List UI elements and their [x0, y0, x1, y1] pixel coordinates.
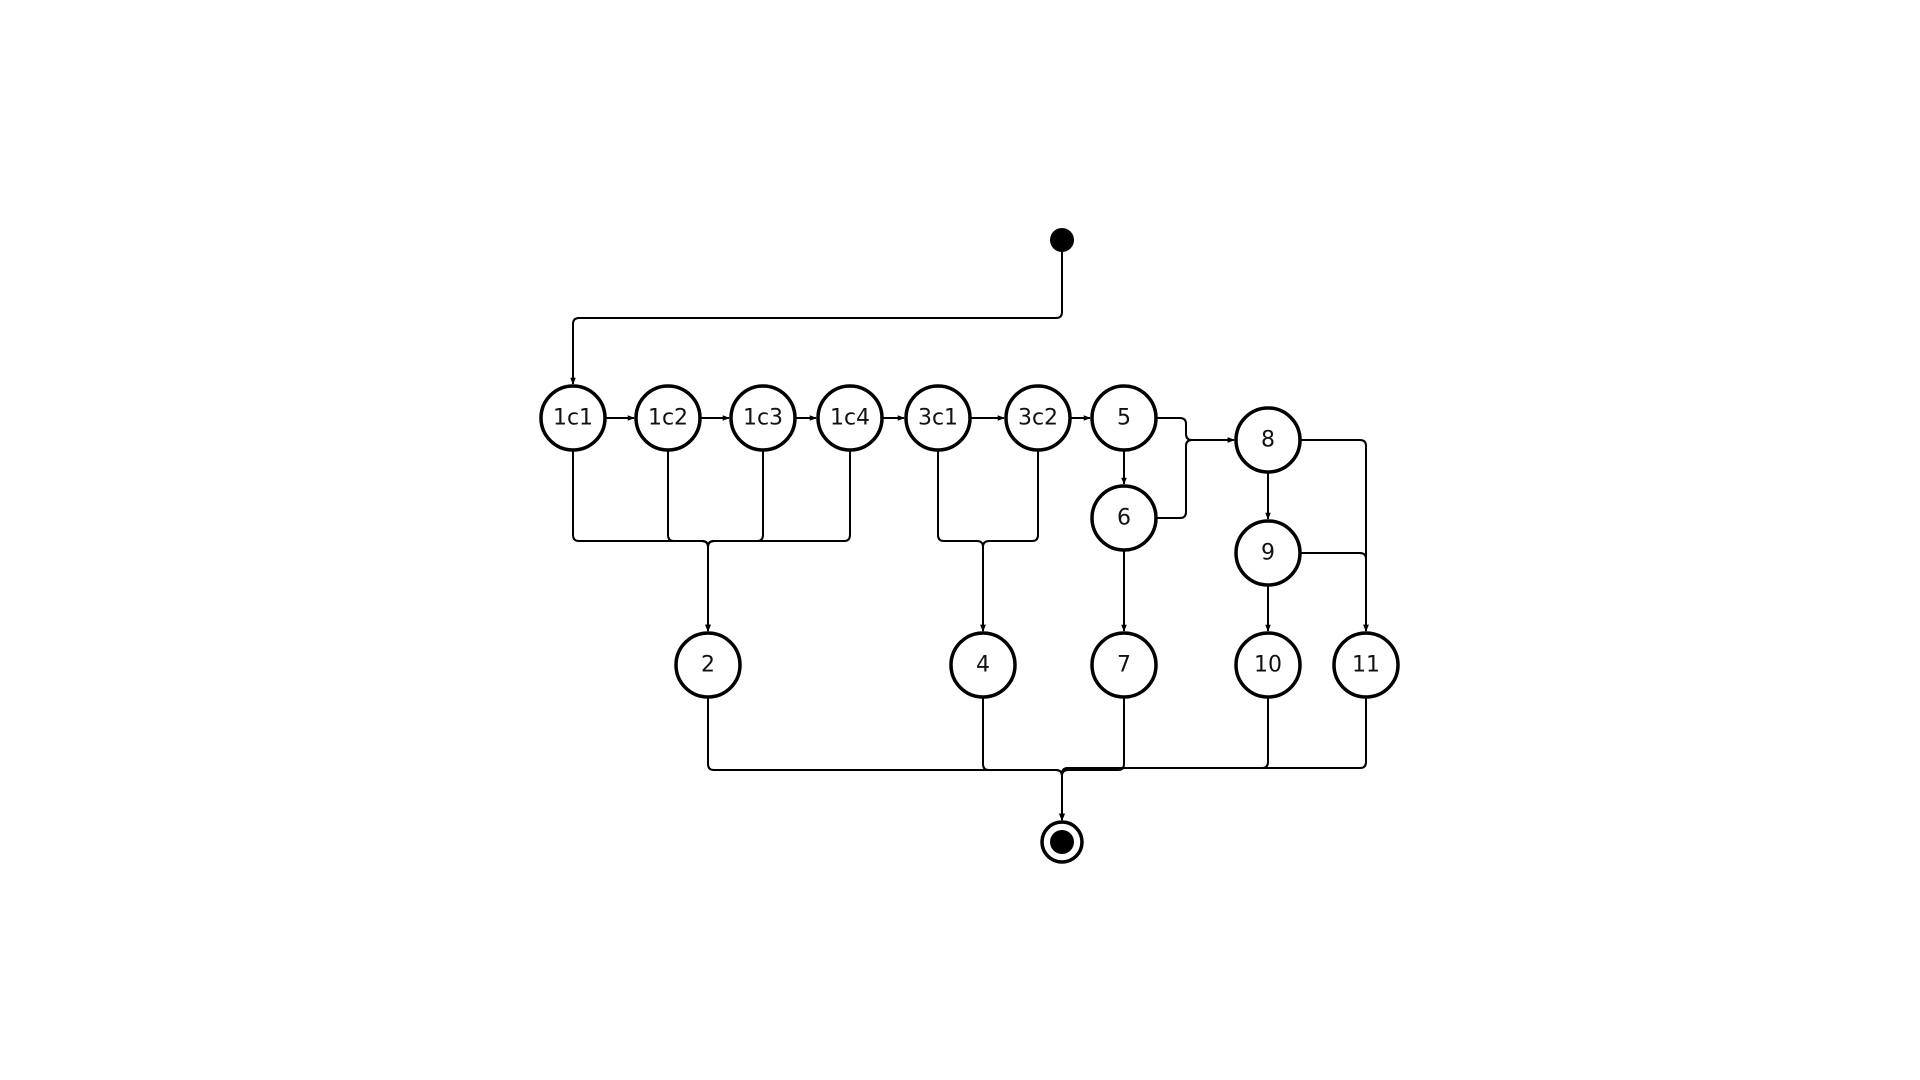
- node-circle: [816, 384, 884, 452]
- node-7: 7: [1090, 631, 1158, 699]
- node-4: 4: [949, 631, 1017, 699]
- node-label: 8: [1261, 428, 1275, 453]
- node-label: 5: [1117, 406, 1131, 431]
- edge-n6-to-n8: [1156, 437, 1235, 519]
- node-circle: [904, 384, 972, 452]
- node-circle: [1004, 384, 1072, 452]
- node-5: 5: [1090, 384, 1158, 452]
- start-node: [1050, 228, 1074, 252]
- node-label: 4: [976, 653, 990, 678]
- edge-n3c1-to-n4: [937, 450, 986, 632]
- node-1c3: 1c3: [729, 384, 797, 452]
- node-circle: [1090, 384, 1158, 452]
- node-label: 2: [701, 653, 715, 678]
- node-label: 3c2: [1018, 406, 1058, 431]
- node-label: 11: [1352, 653, 1380, 678]
- node-circle: [674, 631, 742, 699]
- edge-n1c2-to-n2: [667, 450, 711, 632]
- node-2: 2: [674, 631, 742, 699]
- node-circle: [1090, 631, 1158, 699]
- end-node-dot: [1050, 830, 1074, 854]
- edge-n2-to-end: [707, 697, 1065, 821]
- node-label: 1c3: [743, 406, 783, 431]
- node-label: 1c2: [648, 406, 688, 431]
- edge-start-to-n1c1: [570, 252, 1063, 385]
- node-11: 11: [1332, 631, 1400, 699]
- node-1c4: 1c4: [816, 384, 884, 452]
- node-label: 7: [1117, 653, 1131, 678]
- node-circle: [634, 384, 702, 452]
- node-10: 10: [1234, 631, 1302, 699]
- edge-n3c2-to-n4: [980, 450, 1039, 632]
- node-circle: [1234, 406, 1302, 474]
- node-circle: [1234, 519, 1302, 587]
- node-1c2: 1c2: [634, 384, 702, 452]
- node-circle: [1234, 631, 1302, 699]
- node-label: 6: [1117, 506, 1131, 531]
- end-node: [1040, 820, 1084, 864]
- edge-n1c4-to-n2: [705, 450, 851, 632]
- node-9: 9: [1234, 519, 1302, 587]
- node-circle: [1090, 484, 1158, 552]
- edge-n5-to-n8: [1156, 417, 1235, 443]
- node-label: 1c1: [553, 406, 593, 431]
- node-label: 3c1: [918, 406, 958, 431]
- nodes-layer: 1c1 1c2 1c3 1c4 3c1 3c2 5 6 8 9 2 4 7 10 11: [539, 228, 1400, 864]
- edge-n10-to-end: [1059, 697, 1269, 821]
- node-3c1: 3c1: [904, 384, 972, 452]
- edge-n4-to-end: [982, 697, 1065, 821]
- node-label: 9: [1261, 541, 1275, 566]
- node-8: 8: [1234, 406, 1302, 474]
- node-circle: [949, 631, 1017, 699]
- node-1c1: 1c1: [539, 384, 607, 452]
- edge-n7-to-end: [1059, 697, 1125, 821]
- edge-n9-to-n11: [1300, 552, 1369, 632]
- node-label: 1c4: [830, 406, 870, 431]
- node-label: 10: [1254, 653, 1282, 678]
- edge-n8-to-n11: [1300, 439, 1369, 632]
- node-circle: [1332, 631, 1400, 699]
- node-circle: [539, 384, 607, 452]
- node-3c2: 3c2: [1004, 384, 1072, 452]
- node-circle: [729, 384, 797, 452]
- edges-layer: [570, 252, 1369, 821]
- node-6: 6: [1090, 484, 1158, 552]
- edge-n11-to-end: [1059, 697, 1367, 821]
